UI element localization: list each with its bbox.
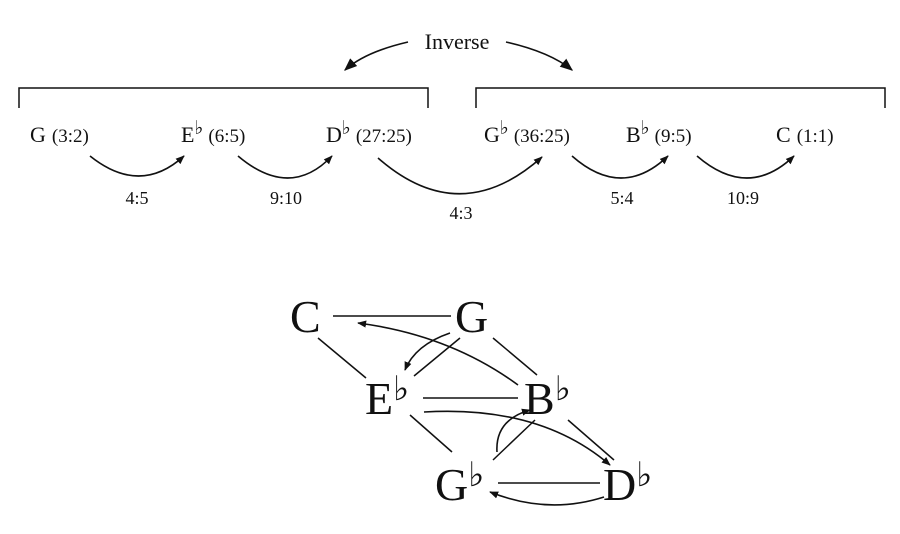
step-arrow [571, 155, 669, 179]
inverse-arrow [505, 41, 574, 71]
network-nodes: C G E♭ B♭ G♭ D♭ [290, 291, 652, 510]
network-edges [317, 315, 615, 484]
seq-note-d-flat: D♭(27:25) [326, 118, 412, 147]
step-label: 4:5 [125, 188, 148, 208]
right-bracket [475, 87, 886, 108]
node-b-flat: B♭ [524, 371, 571, 424]
edge-g-b-flat [492, 337, 538, 376]
edge-c-e-flat [317, 337, 367, 379]
step-label: 5:4 [610, 188, 633, 208]
seq-note-b-flat: B♭(9:5) [626, 118, 692, 147]
step-label: 4:3 [449, 203, 472, 223]
step-arrow [696, 155, 795, 179]
node-d-flat: D♭ [603, 457, 652, 510]
node-c: C [290, 291, 321, 342]
seq-note-g: G(3:2) [30, 122, 89, 147]
step-arrow [89, 155, 185, 177]
left-bracket [18, 87, 429, 108]
seq-note-e-flat: E♭(6:5) [181, 118, 245, 147]
inverse-label: Inverse [425, 29, 490, 54]
edge-b-flat-g-flat [492, 419, 536, 461]
edge-g-e-flat [413, 337, 461, 377]
node-g-flat: G♭ [435, 457, 484, 510]
arrow-e-flat-to-d-flat [423, 410, 611, 466]
note-sequence: G(3:2) E♭(6:5) D♭(27:25) G♭(36:25) B♭(9:… [30, 118, 834, 147]
arrow-g-flat-to-b-flat [496, 408, 531, 453]
step-arrow [377, 156, 543, 195]
step-label: 10:9 [727, 188, 759, 208]
seq-note-g-flat: G♭(36:25) [484, 118, 570, 147]
edge-e-flat-g-flat [409, 414, 453, 453]
node-g: G [455, 291, 488, 342]
step-label: 9:10 [270, 188, 302, 208]
edge-b-flat-d-flat [567, 419, 615, 461]
node-e-flat: E♭ [365, 371, 409, 424]
inverse-arrow [344, 41, 409, 71]
arrow-b-flat-to-c [357, 320, 519, 386]
seq-note-c: C(1:1) [776, 122, 834, 147]
step-arrow [237, 155, 333, 179]
arrow-d-flat-to-g-flat [489, 491, 605, 506]
network-arrows [357, 320, 611, 506]
arrow-g-to-e-flat [404, 332, 451, 371]
step-arrows [89, 155, 795, 195]
